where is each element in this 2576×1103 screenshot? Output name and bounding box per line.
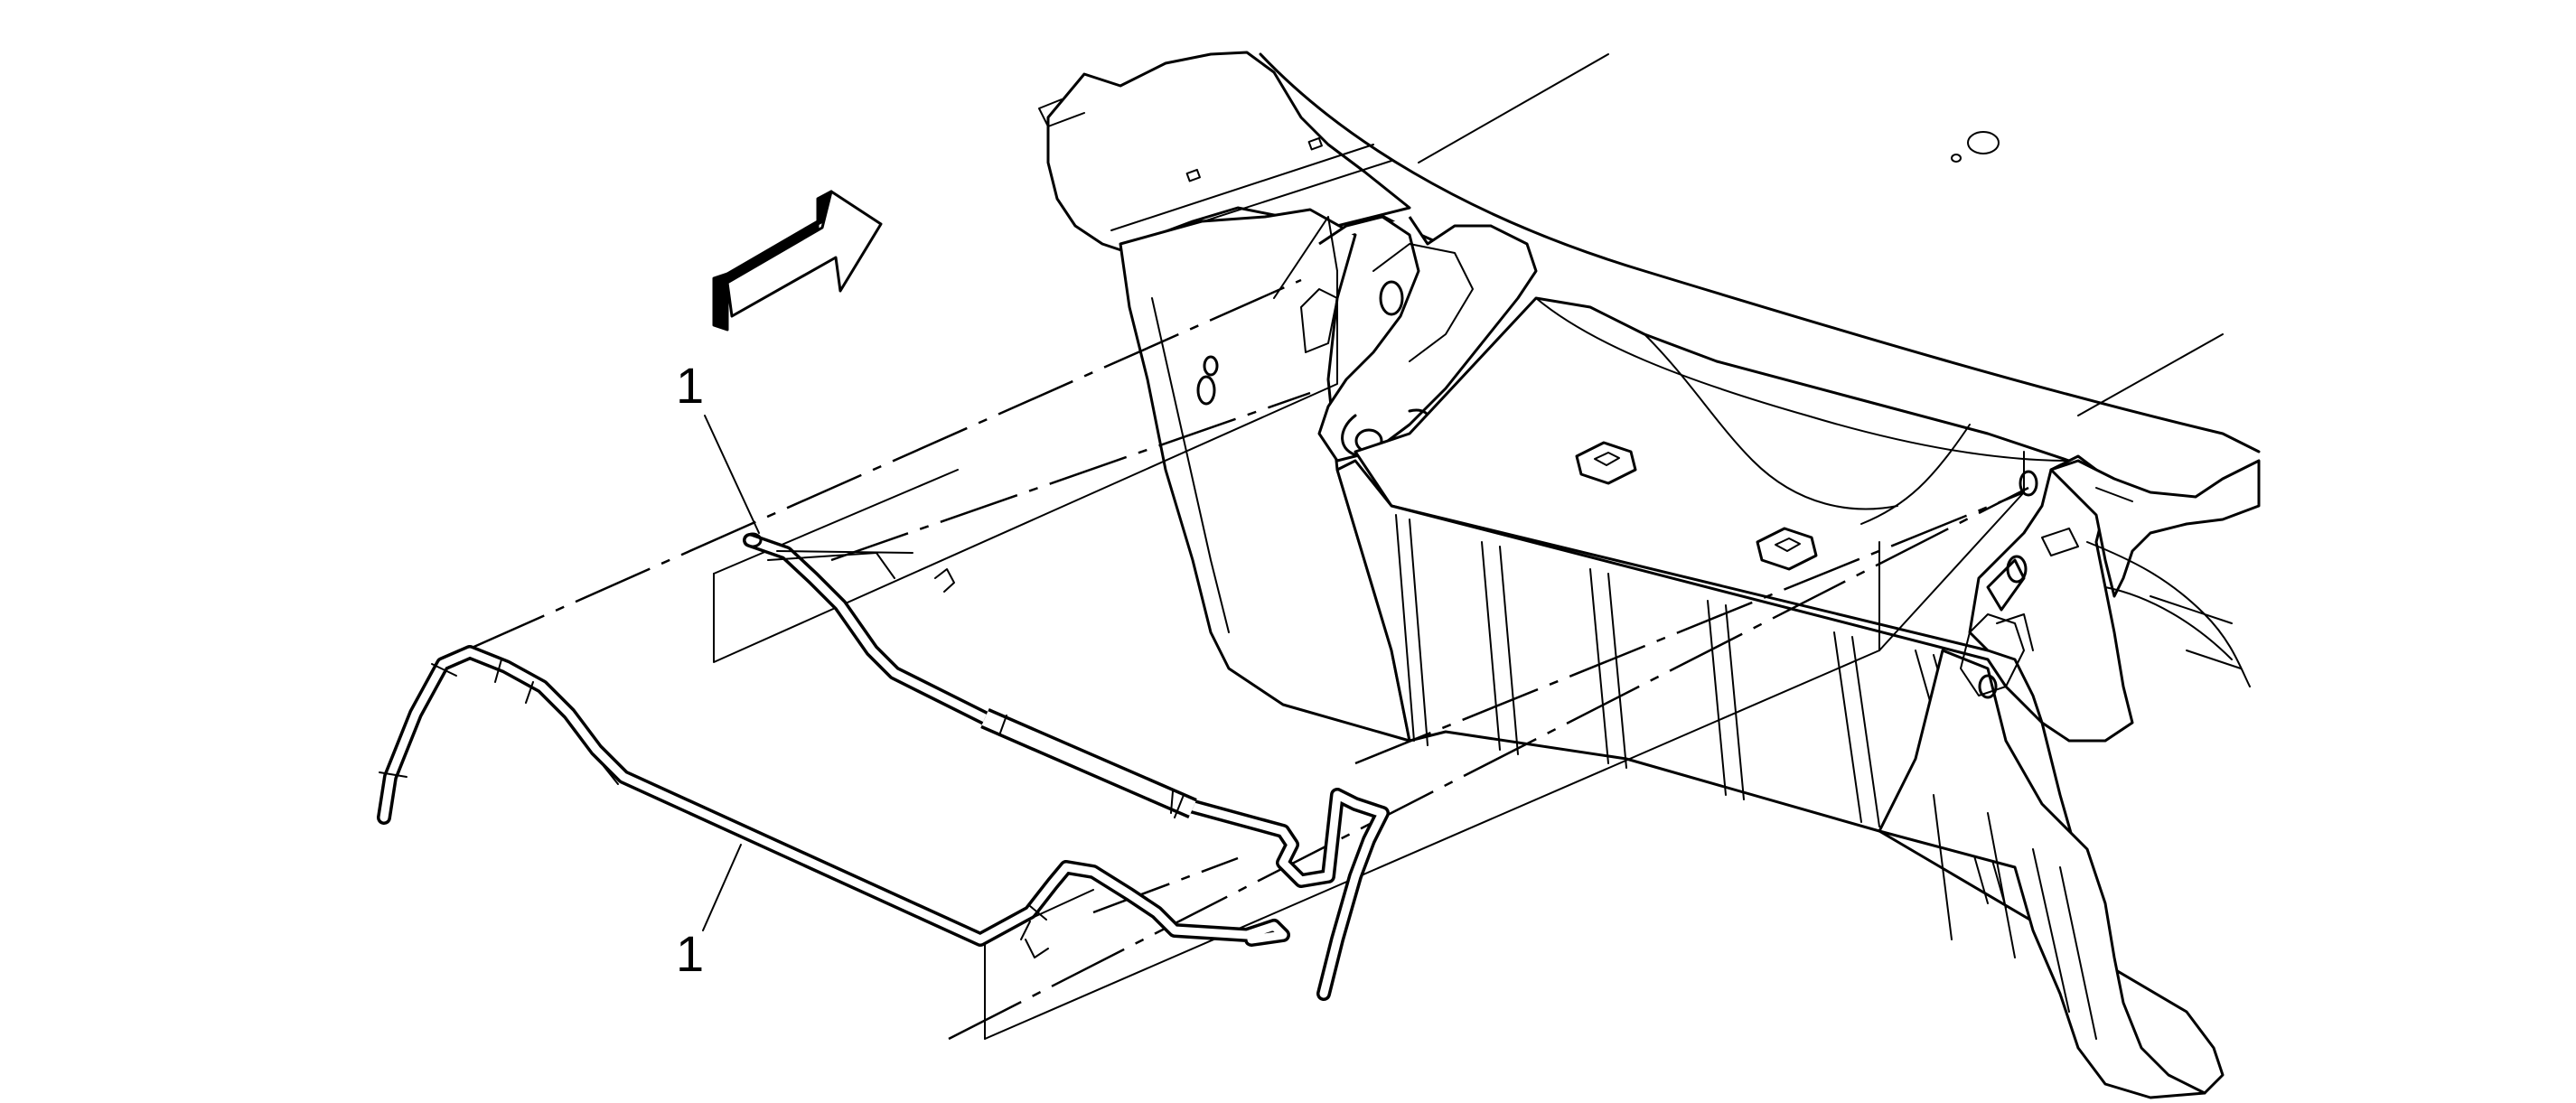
callout-upper: 1 [676, 357, 760, 534]
mount-planes [713, 216, 2025, 1040]
alignment-lines [469, 278, 2029, 1041]
direction-arrow-icon [712, 190, 883, 332]
callout-lower: 1 [676, 844, 742, 982]
callout-upper-label: 1 [676, 357, 704, 414]
torsion-rod-upper [743, 532, 1390, 1001]
vehicle-rear-body [1038, 51, 2261, 1099]
torsion-rod-lower [377, 645, 1290, 958]
callout-lower-label: 1 [676, 925, 704, 982]
